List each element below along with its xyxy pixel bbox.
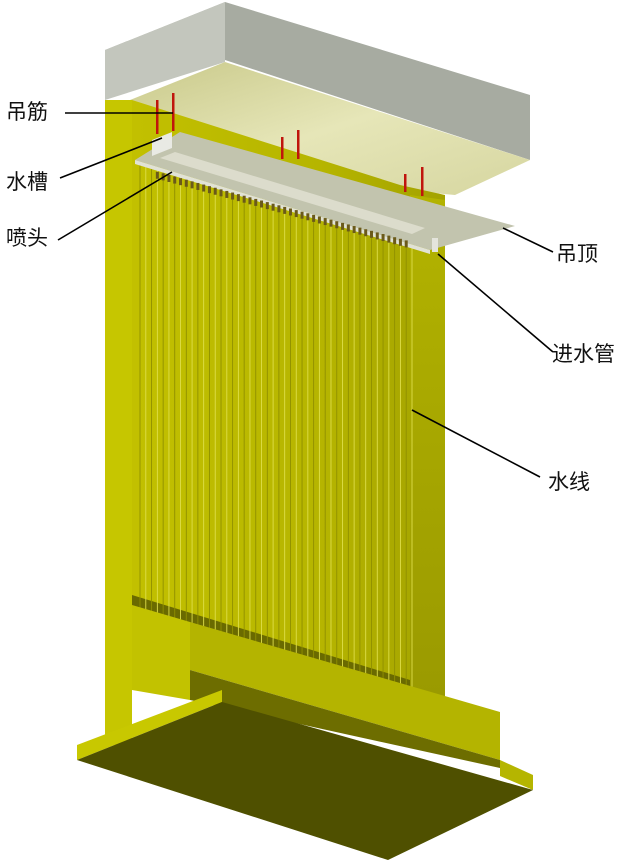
hanger-bar xyxy=(156,100,159,134)
water-trough-box xyxy=(152,132,172,156)
nozzle xyxy=(341,222,345,230)
nozzle xyxy=(173,176,177,184)
nozzle xyxy=(294,210,298,218)
nozzle xyxy=(231,192,235,200)
nozzle xyxy=(155,171,159,179)
base-plate-right-edge xyxy=(500,760,533,790)
nozzles xyxy=(155,171,408,248)
nozzle xyxy=(219,189,223,197)
leader-water-line xyxy=(411,409,541,478)
label-nozzle: 喷头 xyxy=(6,226,48,250)
hanger-bar xyxy=(281,137,284,159)
beam-underside xyxy=(130,62,530,195)
top-beam xyxy=(105,2,530,195)
label-inlet-pipe: 进水管 xyxy=(552,342,615,366)
nozzle xyxy=(196,182,200,190)
nozzle xyxy=(236,194,240,202)
nozzle xyxy=(265,202,269,210)
left-pillar-front xyxy=(105,100,132,745)
hanger-bars xyxy=(156,93,424,196)
nozzle xyxy=(254,198,258,206)
leader-lines xyxy=(57,112,554,478)
nozzle xyxy=(346,224,350,232)
nozzle xyxy=(387,235,391,243)
leader-ceiling xyxy=(502,227,554,253)
nozzle xyxy=(300,211,304,219)
water-lines xyxy=(139,165,413,690)
suspended-ceiling xyxy=(135,132,515,254)
leader-nozzle xyxy=(57,171,173,241)
base-trough xyxy=(77,605,533,860)
nozzle xyxy=(283,206,287,214)
nozzle xyxy=(167,174,171,182)
nozzle xyxy=(329,219,333,227)
nozzle xyxy=(352,226,356,234)
nozzle xyxy=(317,216,321,224)
nozzle xyxy=(375,232,379,240)
inlet-pipe xyxy=(432,238,438,252)
nozzle xyxy=(248,197,252,205)
label-water-line: 水线 xyxy=(548,470,590,494)
hanger-bar xyxy=(172,93,175,131)
trough-inner-shadow xyxy=(190,670,500,768)
nozzle xyxy=(398,238,402,246)
nozzle xyxy=(213,187,217,195)
hanger-bar xyxy=(421,167,424,196)
nozzle xyxy=(184,179,188,187)
nozzle xyxy=(335,221,339,229)
nozzle xyxy=(179,178,183,186)
nozzle xyxy=(242,195,246,203)
nozzle xyxy=(358,227,362,235)
leader-inlet-pipe xyxy=(437,253,554,353)
nozzle xyxy=(202,184,206,192)
base-underside xyxy=(77,702,533,860)
nozzle xyxy=(404,240,408,248)
nozzle xyxy=(381,234,385,242)
nozzle xyxy=(225,190,229,198)
beam-side-face xyxy=(225,2,530,160)
hanger-bar xyxy=(297,130,300,159)
hanger-bar xyxy=(404,174,407,192)
nozzle xyxy=(306,213,310,221)
leader-water-trough xyxy=(59,137,163,179)
nozzle xyxy=(277,205,281,213)
nozzle xyxy=(312,214,316,222)
nozzle xyxy=(323,218,327,226)
nozzle xyxy=(369,230,373,238)
nozzle xyxy=(288,208,292,216)
ceiling-plate-edge xyxy=(135,160,430,254)
trough-front-wall xyxy=(190,622,500,760)
back-curtain-area xyxy=(132,100,445,700)
nozzle xyxy=(393,237,397,245)
label-suspended-ceiling: 吊顶 xyxy=(556,242,598,266)
base-plate-front-edge xyxy=(77,690,222,760)
right-side-face xyxy=(410,195,445,700)
nozzle xyxy=(207,186,211,194)
nozzle xyxy=(364,229,368,237)
label-hanger-bar: 吊筋 xyxy=(6,100,48,124)
nozzle xyxy=(260,200,264,208)
label-water-trough: 水槽 xyxy=(6,170,48,194)
ceiling-plate xyxy=(135,132,515,250)
beam-left-face xyxy=(105,2,225,100)
nozzle xyxy=(271,203,275,211)
trough-left-block xyxy=(132,605,190,700)
nozzle xyxy=(190,181,194,189)
water-trough-rail xyxy=(160,152,425,234)
